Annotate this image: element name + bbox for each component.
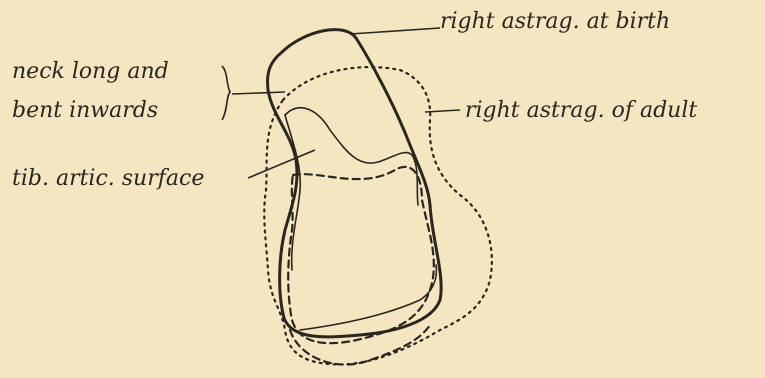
adult-lower-dashes <box>290 325 430 365</box>
label-tibial: tib. artic. surface <box>12 166 204 191</box>
leader-adult <box>425 110 460 112</box>
leader-neck <box>232 92 285 94</box>
label-adult: right astrag. of adult <box>465 98 697 123</box>
label-neck-line2: bent inwards <box>12 98 158 123</box>
label-neck-line1: neck long and <box>12 59 169 84</box>
adult-inner-contour <box>288 167 434 343</box>
birth-astragalus-outline <box>268 30 442 337</box>
label-birth: right astrag. at birth <box>440 9 670 34</box>
leader-birth <box>350 28 440 34</box>
birth-lower-inner-contour <box>300 265 436 330</box>
neck-bracket <box>222 66 230 120</box>
adult-astragalus-outline <box>264 67 492 364</box>
tibial-surface-outline <box>285 108 418 205</box>
